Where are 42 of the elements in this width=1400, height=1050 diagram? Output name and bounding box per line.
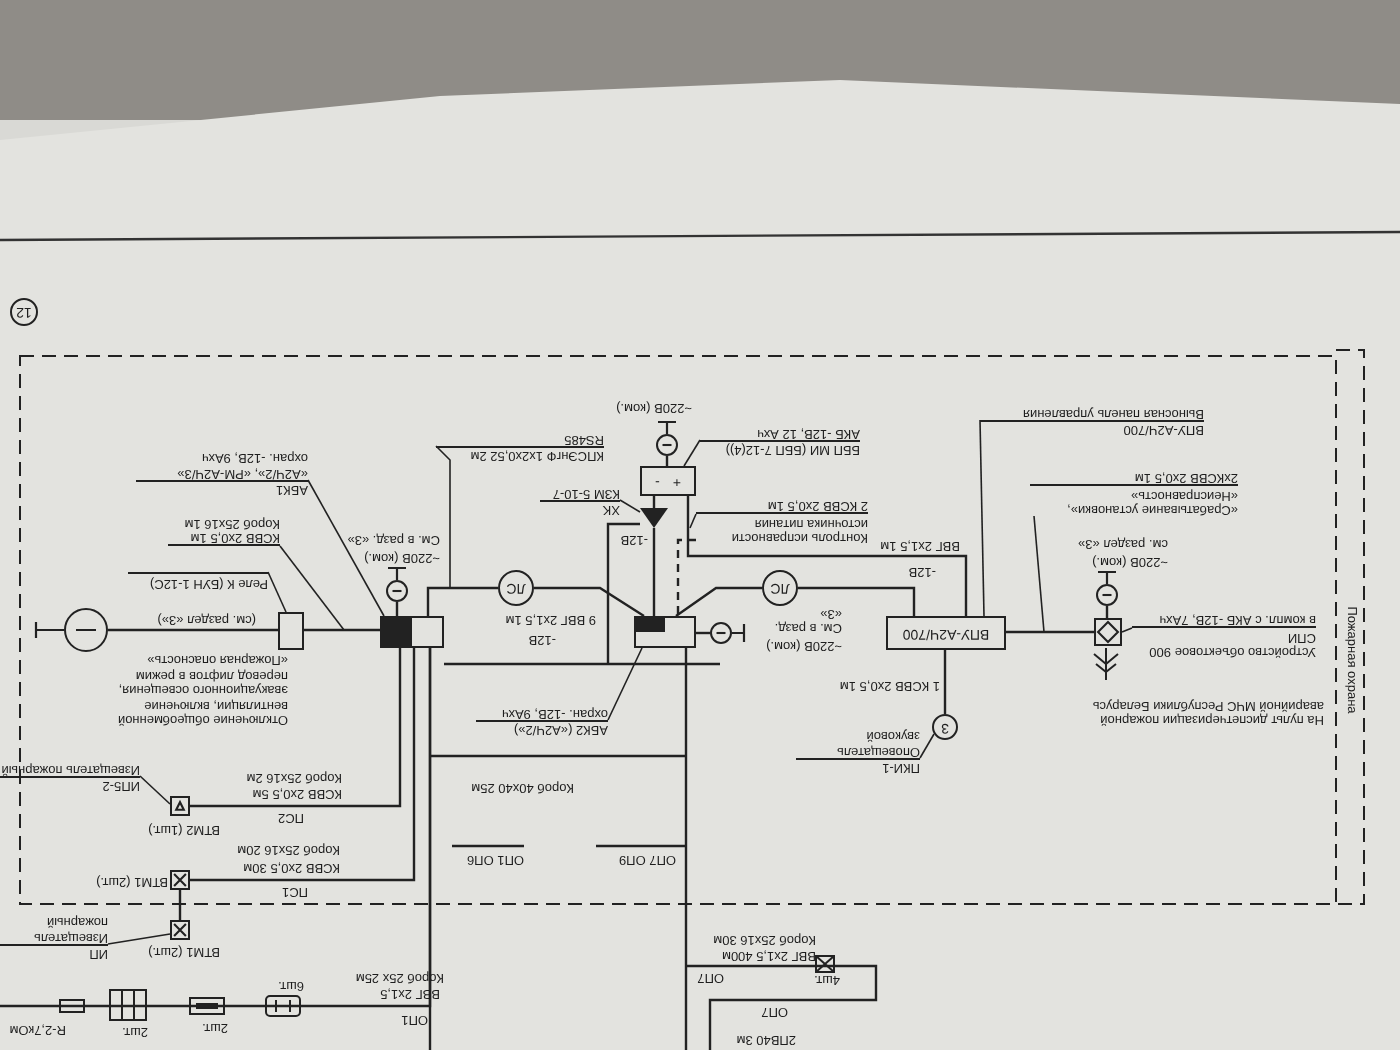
detector-box — [170, 920, 190, 940]
leader-line — [619, 499, 641, 513]
leader-line — [683, 439, 701, 467]
wire — [652, 528, 656, 616]
wire — [190, 648, 402, 808]
annotation — [168, 518, 280, 546]
leader-line — [919, 733, 935, 759]
leader-line — [1033, 515, 1045, 633]
terminal-triangle — [640, 508, 668, 528]
wire — [675, 586, 762, 617]
dashed-wire — [676, 538, 696, 616]
wire — [798, 586, 916, 616]
leader-line — [435, 445, 451, 589]
wire — [190, 648, 416, 882]
wire — [534, 586, 645, 617]
wire — [1006, 630, 1094, 634]
leader-line — [279, 545, 345, 631]
wire — [0, 648, 432, 1008]
leader-line — [607, 647, 643, 721]
power-supply-box — [640, 466, 696, 496]
wire — [178, 890, 182, 920]
leader-line — [139, 775, 171, 805]
wire — [943, 650, 947, 714]
wire — [108, 628, 278, 632]
annotation — [128, 572, 268, 590]
leader-line — [267, 571, 287, 613]
wire — [684, 648, 688, 1050]
wire — [304, 628, 380, 632]
leader-line — [1121, 627, 1133, 633]
wire — [426, 586, 498, 616]
leader-line — [979, 419, 985, 617]
annotation — [0, 758, 140, 792]
alarm-unit-box — [380, 616, 444, 648]
detector-box — [170, 870, 190, 890]
object-unit-box — [1094, 618, 1122, 646]
wire — [686, 496, 968, 616]
leader-line — [689, 513, 697, 529]
alarm-unit-box — [634, 616, 696, 648]
leader-line — [307, 479, 385, 617]
leader-line — [107, 933, 171, 945]
relay-box — [278, 612, 304, 650]
detector-box — [170, 796, 190, 816]
